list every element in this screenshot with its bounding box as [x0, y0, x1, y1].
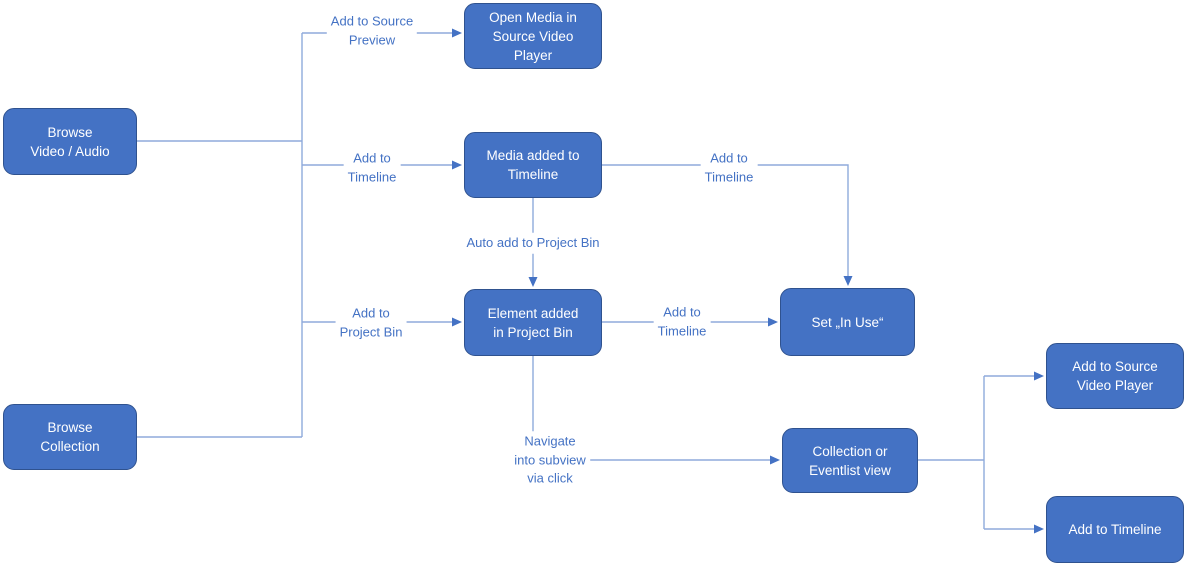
- arrowhead-element-added-to-set-in-use: [768, 317, 778, 327]
- edge-label-add-to-timeline-element: Add to Timeline: [653, 302, 711, 342]
- node-add-to-timeline-node: Add to Timeline: [1046, 496, 1184, 563]
- edge-label-auto-add-to-project-bin: Auto add to Project Bin: [462, 232, 604, 254]
- connector-media-added-to-set-in-use: [602, 164, 849, 277]
- edge-label-add-to-timeline-mid: Add to Timeline: [343, 148, 401, 188]
- node-collection-or-eventlist-view: Collection or Eventlist view: [782, 428, 918, 493]
- arrowhead-media-added-to-element-added: [528, 277, 538, 287]
- edge-label-add-to-timeline-upper-right: Add to Timeline: [700, 148, 758, 188]
- node-browse-video-audio: Browse Video / Audio: [3, 108, 137, 175]
- node-set-in-use: Set „In Use“: [780, 288, 915, 356]
- node-element-added-in-project-bin: Element added in Project Bin: [464, 289, 602, 356]
- edge-label-navigate-into-subview: Navigate into subview via click: [510, 431, 590, 489]
- node-media-added-to-timeline: Media added to Timeline: [464, 132, 602, 198]
- arrowhead-trunk-to-element-added: [452, 317, 462, 327]
- edge-label-add-to-project-bin: Add to Project Bin: [335, 303, 407, 343]
- edge-label-add-to-source-preview: Add to Source Preview: [326, 11, 418, 51]
- node-open-media-in-source-video-player: Open Media in Source Video Player: [464, 3, 602, 69]
- arrowhead-split-to-add-timeline: [1034, 524, 1044, 534]
- arrowhead-element-added-to-collection-view: [770, 455, 780, 465]
- arrowhead-trunk-to-media-added: [452, 160, 462, 170]
- arrowhead-media-added-to-set-in-use: [843, 276, 853, 286]
- arrowhead-split-to-add-source-player: [1034, 371, 1044, 381]
- node-browse-collection: Browse Collection: [3, 404, 137, 470]
- node-add-to-source-video-player: Add to Source Video Player: [1046, 343, 1184, 409]
- arrowhead-trunk-to-open-media: [452, 28, 462, 38]
